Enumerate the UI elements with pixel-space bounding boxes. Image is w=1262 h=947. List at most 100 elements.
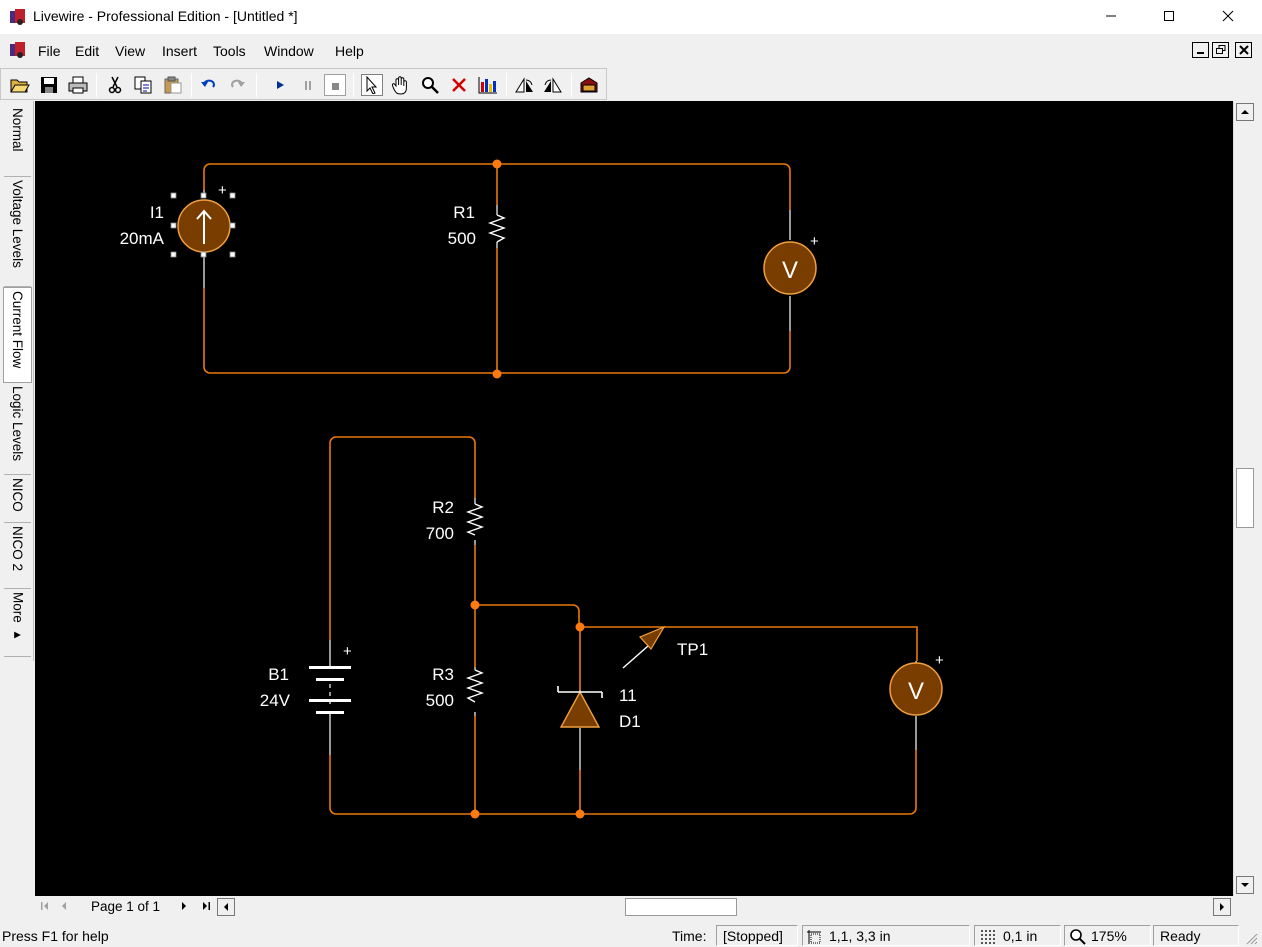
toolbar-separator: [191, 73, 192, 97]
paste-button[interactable]: [162, 74, 184, 96]
close-icon: [1238, 45, 1249, 55]
scroll-down-button[interactable]: [1236, 876, 1254, 894]
rotate-left-button[interactable]: [513, 74, 535, 96]
circuit-canvas[interactable]: + I1 20mA R1 500 V + R2 700 R3 500: [35, 101, 1233, 896]
rotate-right-button[interactable]: [542, 74, 564, 96]
open-button[interactable]: [9, 74, 31, 96]
component-name: R1: [453, 203, 475, 222]
scroll-right-button[interactable]: [1213, 898, 1231, 916]
scroll-left-button[interactable]: [217, 898, 235, 916]
resistor-r3[interactable]: R3 500: [426, 665, 485, 710]
vertical-scroll-thumb[interactable]: [1236, 468, 1254, 528]
minimize-icon: [1196, 52, 1204, 54]
tab-nico-2[interactable]: NICO 2: [4, 523, 31, 589]
test-point-tp1[interactable]: TP1: [622, 625, 708, 669]
app-state: Ready: [1153, 925, 1239, 946]
page-indicator: Page 1 of 1: [91, 899, 161, 914]
wire[interactable]: [329, 750, 917, 815]
voltmeter-1[interactable]: V +: [763, 233, 819, 295]
meter-symbol: V: [908, 678, 924, 705]
component-name: TP1: [677, 640, 708, 659]
tab-nico[interactable]: NICO: [4, 475, 31, 523]
grid-value: 0,1 in: [1003, 928, 1038, 944]
minimize-button[interactable]: [1088, 0, 1134, 32]
position-value: 1,1, 3,3 in: [829, 928, 891, 944]
mdi-minimize-button[interactable]: [1192, 42, 1209, 58]
run-button[interactable]: [269, 74, 291, 96]
cursor-position: 1,1, 3,3 in: [802, 925, 970, 946]
tab-voltage-levels[interactable]: Voltage Levels: [4, 177, 31, 287]
chevron-up-icon: [1241, 110, 1249, 114]
cut-icon: [108, 76, 122, 94]
print-icon: [68, 76, 88, 94]
window-title: Livewire - Professional Edition - [Untit…: [33, 8, 298, 24]
rotate-right-icon: [544, 77, 562, 93]
save-button[interactable]: [38, 74, 60, 96]
menu-view[interactable]: View: [115, 43, 146, 59]
pan-tool-button[interactable]: [390, 74, 412, 96]
chevron-left-icon: [224, 903, 228, 911]
graph-icon: [478, 77, 497, 94]
toolbar: [0, 68, 607, 100]
menu-tools[interactable]: Tools: [213, 43, 246, 59]
livewire-app-icon[interactable]: [9, 8, 27, 29]
component-name: B1: [268, 665, 289, 684]
junction-dot: [575, 809, 585, 819]
junction-dot: [470, 809, 480, 819]
maximize-button[interactable]: [1146, 0, 1192, 32]
menu-insert[interactable]: Insert: [162, 43, 198, 59]
previous-page-icon[interactable]: [59, 901, 69, 911]
meter-symbol: V: [782, 257, 798, 284]
restore-icon: [1215, 45, 1225, 54]
zoom-value: 175%: [1091, 928, 1127, 944]
print-button[interactable]: [67, 74, 89, 96]
menu-edit[interactable]: Edit: [75, 43, 100, 59]
toolbar-separator: [96, 73, 97, 97]
last-page-icon[interactable]: [200, 901, 212, 911]
voltmeter-2[interactable]: V +: [889, 652, 944, 716]
horizontal-scroll-thumb[interactable]: [625, 898, 737, 916]
document-menu-icon[interactable]: [9, 41, 27, 62]
pause-button[interactable]: [297, 74, 319, 96]
resistor-r2[interactable]: R2 700: [426, 498, 485, 543]
toolbar-separator: [571, 73, 572, 97]
polarity-plus: +: [343, 643, 352, 660]
wire[interactable]: [329, 436, 476, 640]
resize-grip-icon[interactable]: [1244, 931, 1258, 945]
tab-normal[interactable]: Normal: [4, 105, 31, 177]
polarity-plus: +: [218, 182, 227, 199]
tab-logic-levels[interactable]: Logic Levels: [4, 383, 31, 475]
vertical-scrollbar[interactable]: [1233, 101, 1254, 896]
mdi-restore-button[interactable]: [1212, 42, 1229, 58]
current-source-i1[interactable]: + I1 20mA: [120, 182, 236, 258]
pause-icon: [305, 81, 311, 90]
graph-button[interactable]: [477, 74, 499, 96]
zener-diode-d1[interactable]: 11 D1: [557, 686, 641, 731]
undo-button[interactable]: [198, 74, 220, 96]
wire[interactable]: [580, 626, 918, 661]
close-button[interactable]: [1205, 0, 1251, 32]
resistor-r1[interactable]: R1 500: [448, 203, 507, 248]
tab-current-flow[interactable]: Current Flow: [3, 287, 32, 383]
next-page-icon[interactable]: [179, 901, 189, 911]
menu-bar: File Edit View Insert Tools Window Help: [0, 38, 1262, 64]
menu-file[interactable]: File: [38, 43, 61, 59]
copy-button[interactable]: [132, 74, 154, 96]
component-name: R3: [432, 665, 454, 684]
redo-button[interactable]: [226, 74, 248, 96]
delete-button[interactable]: [448, 74, 470, 96]
zoom-tool-button[interactable]: [419, 74, 441, 96]
grid-icon: [981, 930, 995, 944]
battery-b1[interactable]: + B1 24V: [260, 643, 352, 714]
scroll-up-button[interactable]: [1236, 103, 1254, 121]
mdi-close-button[interactable]: [1235, 42, 1252, 58]
cut-button[interactable]: [104, 74, 126, 96]
pointer-tool-button[interactable]: [361, 74, 383, 96]
tab-more[interactable]: More ▸: [4, 589, 31, 657]
first-page-icon[interactable]: [40, 901, 52, 911]
wire[interactable]: [475, 604, 580, 627]
stop-button[interactable]: [324, 74, 346, 96]
gallery-button[interactable]: [578, 74, 600, 96]
menu-window[interactable]: Window: [264, 43, 314, 59]
menu-help[interactable]: Help: [335, 43, 364, 59]
